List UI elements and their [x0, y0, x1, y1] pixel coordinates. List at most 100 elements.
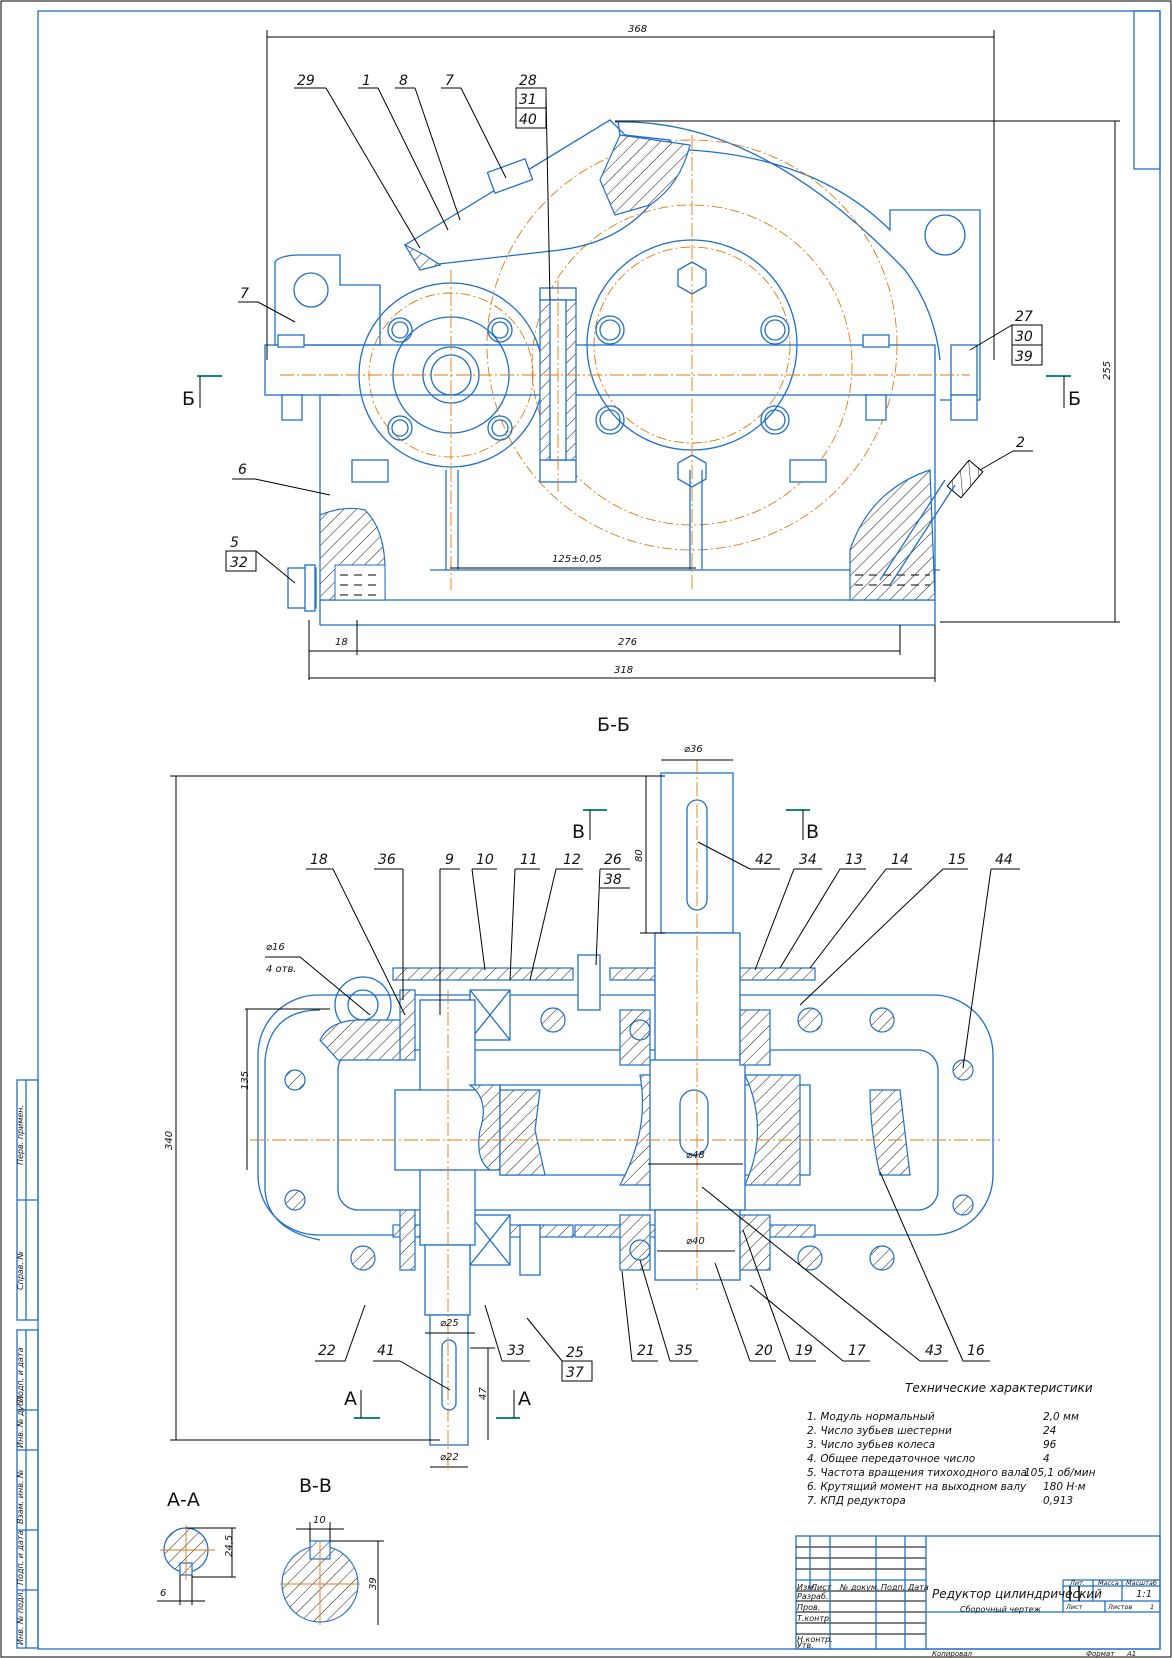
- callout-15: 15: [948, 852, 966, 868]
- section-bb-dimensions: 340 ⌀36 80 135 ⌀16 4 отв. ⌀48 ⌀40 ⌀25 47…: [164, 744, 743, 1468]
- svg-text:4: 4: [1043, 1453, 1050, 1465]
- callout-16: 16: [967, 1343, 985, 1359]
- callout-39: 39: [1015, 349, 1033, 365]
- callout-42: 42: [755, 852, 773, 868]
- dim-output-shaft-len: 80: [634, 849, 645, 862]
- svg-text:0,913: 0,913: [1043, 1495, 1073, 1507]
- callout-41: 41: [377, 1343, 395, 1359]
- dim-center-distance: 125±0,05: [552, 554, 602, 565]
- svg-text:3. Число зубьев колеса: 3. Число зубьев колеса: [807, 1439, 935, 1451]
- spec-row: 5. Частота вращения тихоходного вала 105…: [807, 1467, 1096, 1479]
- callout-38: 38: [604, 872, 622, 888]
- stamp-vzam-inv: Взам. инв. №: [16, 1470, 25, 1524]
- tb-header-izm: Изм.: [797, 1583, 816, 1592]
- dim-overall-width: 368: [628, 24, 647, 35]
- dim-aa-height: 24,5: [224, 1535, 235, 1557]
- stamp-podp-data-1: Подп. и дата: [16, 1347, 25, 1402]
- dim-bolt-hole: ⌀16: [266, 942, 285, 953]
- spec-row: 3. Число зубьев колеса 96: [807, 1439, 1057, 1451]
- tb-header-data: Дата: [907, 1583, 929, 1592]
- tb-sheets-label: Листов: [1107, 1603, 1132, 1611]
- dim-height: 255: [1102, 361, 1113, 380]
- svg-text:4. Общее передаточное число: 4. Общее передаточное число: [807, 1453, 975, 1465]
- callout-19: 19: [795, 1343, 813, 1359]
- tb-sheets-value: 1: [1150, 1603, 1154, 1611]
- stamp-perv-primen: Перв. примен.: [16, 1105, 25, 1165]
- wheel-bolts: [595, 261, 790, 488]
- drawing-subtitle: Сборочный чертеж: [960, 1605, 1042, 1614]
- callout-35: 35: [675, 1343, 693, 1359]
- section-vv: В-В 10 39: [280, 1475, 384, 1625]
- spec-row: 1. Модуль нормальный 2,0 мм: [807, 1411, 1079, 1423]
- section-marker-v-right: В: [786, 809, 819, 843]
- pinion: [394, 1089, 496, 1171]
- tb-format-label: Формат: [1086, 1650, 1115, 1658]
- callout-12: 12: [563, 852, 581, 868]
- svg-text:Б: Б: [182, 388, 195, 410]
- dim-base-width: 318: [614, 665, 633, 676]
- callout-26: 26: [604, 852, 622, 868]
- section-bb-view: 340 ⌀36 80 135 ⌀16 4 отв. ⌀48 ⌀40 ⌀25 47…: [164, 744, 1020, 1470]
- dim-vv-key-width: 10: [313, 1515, 326, 1526]
- tb-scale-value: 1:1: [1136, 1589, 1152, 1600]
- callout-30: 30: [1015, 329, 1033, 345]
- stamp-podp-data-2: Подп. и дата: [16, 1530, 25, 1585]
- callout-44: 44: [995, 852, 1013, 868]
- tb-role-razrab: Разраб.: [797, 1592, 828, 1601]
- tb-header-doc: № докум.: [839, 1583, 879, 1592]
- technical-specs: Технические характеристики 1. Модуль нор…: [807, 1381, 1096, 1507]
- dim-drain-offset: 18: [335, 637, 348, 648]
- section-marker-b-right: Б: [1046, 375, 1081, 410]
- tb-copied: Копировал: [932, 1650, 973, 1658]
- svg-text:2,0 мм: 2,0 мм: [1043, 1411, 1079, 1423]
- svg-text:Б: Б: [1068, 388, 1081, 410]
- callout-18: 18: [310, 852, 328, 868]
- callout-11: 11: [520, 852, 538, 868]
- callout-7-top: 7: [445, 73, 454, 89]
- dim-bearing-seat-in: ⌀25: [440, 1318, 459, 1329]
- specs-title: Технические характеристики: [905, 1381, 1093, 1395]
- callout-17: 17: [848, 1343, 866, 1359]
- flange-bolts: [277, 287, 978, 483]
- section-marker-b-left: Б: [182, 375, 222, 410]
- dim-input-shaft-dia: ⌀22: [440, 1452, 459, 1463]
- callout-37: 37: [566, 1365, 584, 1381]
- tb-format-value: A1: [1126, 1650, 1136, 1658]
- svg-text:5. Частота вращения тихоходног: 5. Частота вращения тихоходного вала: [807, 1467, 1027, 1479]
- tb-header-podp: Подп.: [881, 1583, 905, 1592]
- dim-overall-height: 340: [164, 1131, 175, 1150]
- callout-43: 43: [925, 1343, 943, 1359]
- callout-25: 25: [566, 1345, 584, 1361]
- callout-34: 34: [799, 852, 817, 868]
- callout-28: 28: [519, 73, 537, 89]
- top-right-stamp-box: [1133, 10, 1161, 170]
- stamp-sprav: Справ. №: [16, 1251, 25, 1290]
- svg-text:В: В: [806, 821, 819, 843]
- dim-vv-height: 39: [368, 1577, 379, 1590]
- callout-1: 1: [362, 73, 371, 89]
- callout-29: 29: [297, 73, 315, 89]
- section-bb-callouts-top: 18 36 9 10 11 12 26 38 42 34 13 14 15: [306, 841, 1020, 1069]
- top-view-callouts: 29 1 8 7 28 31 40 7 6 5 32 27 30: [225, 73, 1043, 584]
- dim-wheel-bore: ⌀48: [686, 1150, 705, 1161]
- dim-base-length: 276: [618, 637, 637, 648]
- callout-31: 31: [519, 92, 537, 108]
- spec-row: 7. КПД редуктора 0,913: [807, 1495, 1073, 1507]
- section-bb-title: Б-Б: [597, 714, 630, 736]
- callout-32: 32: [230, 555, 248, 571]
- dim-bearing-seat-out: ⌀40: [686, 1236, 705, 1247]
- dim-input-shaft-len: 47: [478, 1387, 489, 1400]
- callout-7-left: 7: [240, 286, 249, 302]
- tb-role-prov: Пров.: [797, 1603, 820, 1612]
- callout-10: 10: [476, 852, 494, 868]
- callout-2: 2: [1016, 435, 1025, 451]
- callout-36: 36: [378, 852, 396, 868]
- svg-text:1. Модуль нормальный: 1. Модуль нормальный: [807, 1411, 935, 1423]
- callout-33: 33: [507, 1343, 525, 1359]
- callout-6: 6: [238, 462, 247, 478]
- callout-40: 40: [519, 112, 537, 128]
- tb-header-list: Лист: [810, 1583, 832, 1592]
- tb-lit-label: Лит.: [1069, 1579, 1085, 1587]
- dim-bolt-hole-count: 4 отв.: [266, 964, 297, 975]
